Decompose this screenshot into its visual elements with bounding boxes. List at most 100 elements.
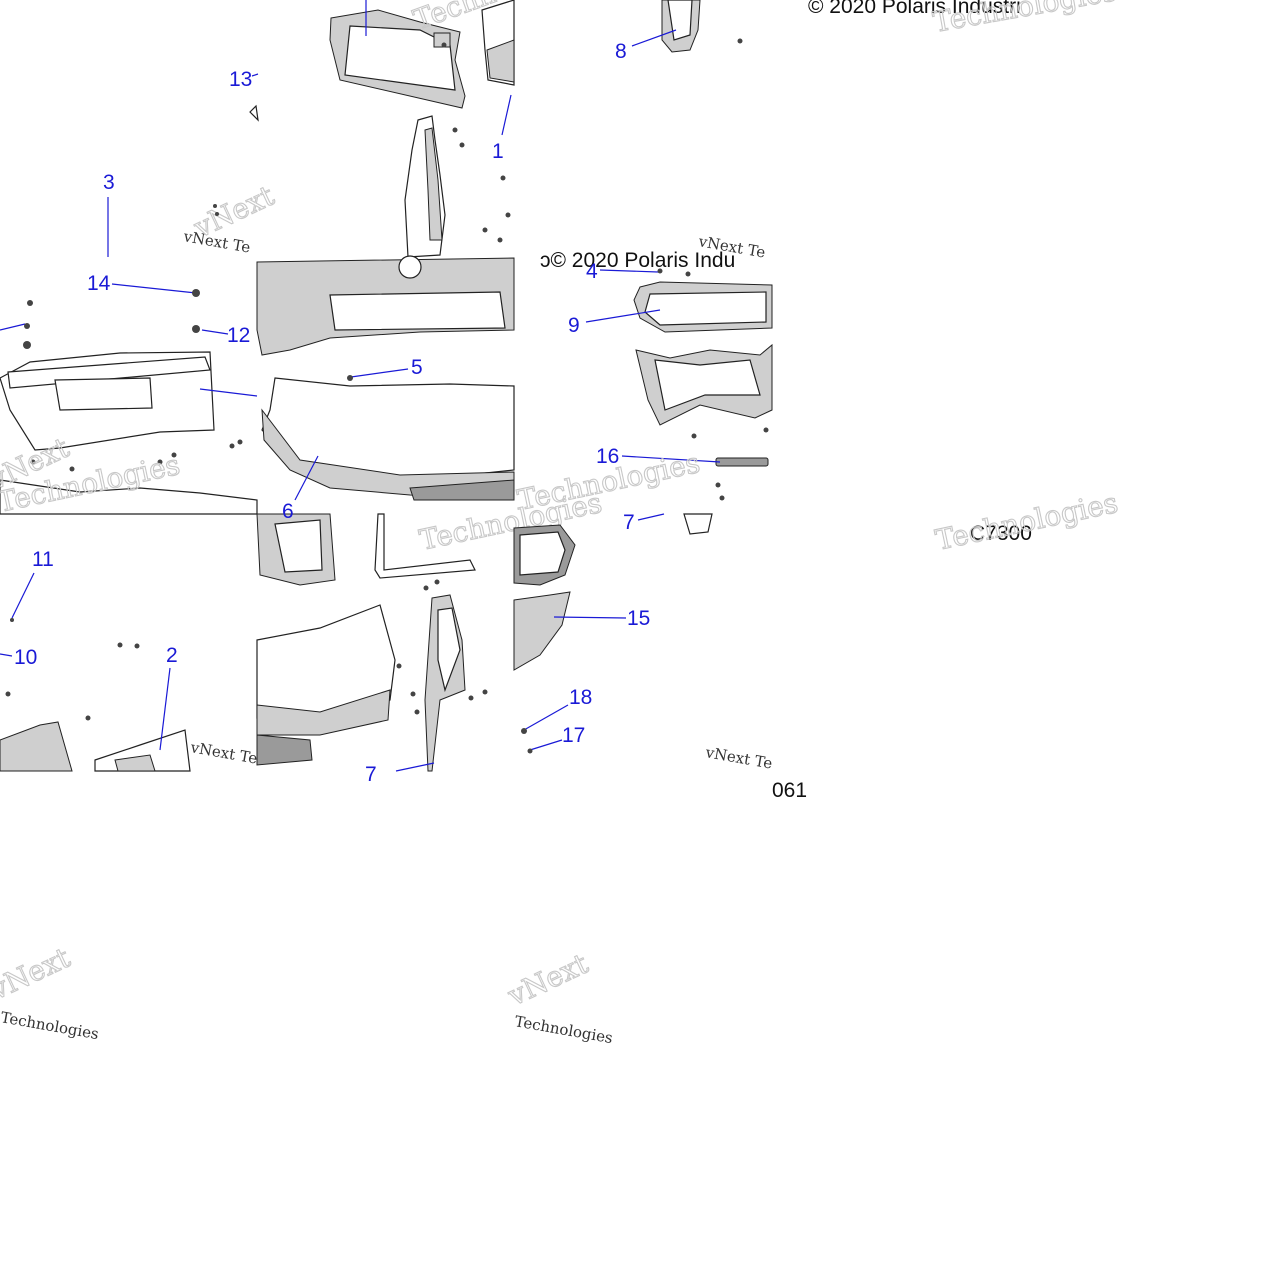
callout-8: 8 bbox=[615, 40, 627, 63]
callout-labels: 1 2 3 4 5 6 7 7 8 9 10 11 12 13 14 15 16… bbox=[14, 40, 650, 786]
bolt-icon bbox=[527, 748, 533, 754]
callout-9: 9 bbox=[568, 314, 580, 337]
bolt-icon bbox=[134, 643, 140, 649]
leader-line bbox=[11, 572, 35, 619]
leader-line bbox=[599, 269, 659, 273]
leader-line bbox=[199, 388, 258, 397]
frame-bracket-part bbox=[329, 291, 506, 331]
side-panel-part bbox=[344, 25, 456, 91]
bumper-part bbox=[256, 734, 313, 766]
bolt-icon bbox=[192, 289, 200, 297]
pillar-part bbox=[424, 127, 443, 241]
bolt-icon bbox=[468, 695, 474, 701]
callout-7b: 7 bbox=[365, 763, 377, 786]
leader-line bbox=[637, 513, 665, 521]
bolt-icon bbox=[229, 443, 235, 449]
grille-part bbox=[644, 291, 767, 326]
frame-hole bbox=[398, 255, 422, 279]
leader-line bbox=[585, 309, 661, 323]
bolt-icon bbox=[23, 341, 31, 349]
callout-7a: 7 bbox=[623, 511, 635, 534]
leader-line bbox=[159, 667, 171, 751]
side-panel-part bbox=[274, 519, 323, 573]
bolt-icon bbox=[715, 482, 721, 488]
side-trim-part bbox=[667, 0, 693, 41]
bolt-icon bbox=[237, 439, 243, 445]
leader-line bbox=[395, 762, 435, 772]
bolt-icon bbox=[737, 38, 743, 44]
bolt-icon bbox=[117, 642, 123, 648]
bolt-icon bbox=[69, 466, 75, 472]
lower-grille-part bbox=[654, 359, 761, 411]
pillar-part bbox=[486, 39, 515, 83]
callout-13: 13 bbox=[229, 68, 252, 91]
figure-code: C7300 bbox=[970, 522, 1032, 545]
bolt-icon bbox=[521, 728, 527, 734]
clip-part bbox=[249, 104, 259, 122]
leader-line bbox=[523, 704, 569, 731]
callout-12: 12 bbox=[227, 324, 250, 347]
tile-center bbox=[256, 255, 515, 501]
leader-line bbox=[350, 368, 409, 378]
bolt-icon bbox=[691, 433, 697, 439]
callout-18: 18 bbox=[569, 686, 592, 709]
bolt-icon bbox=[347, 375, 353, 381]
bolt-icon bbox=[157, 459, 163, 465]
bolt-icon bbox=[24, 323, 30, 329]
tile-middle-left: vNext Technologies bbox=[0, 283, 258, 519]
callout-15: 15 bbox=[627, 607, 650, 630]
callout-1: 1 bbox=[492, 140, 504, 163]
bolt-icon bbox=[497, 237, 503, 243]
leader-line bbox=[111, 283, 197, 294]
callout-10: 10 bbox=[14, 646, 37, 669]
leader-line bbox=[501, 94, 512, 136]
callout-2: 2 bbox=[166, 644, 178, 667]
tile-top-middle: Technologies bbox=[329, 0, 595, 258]
bolt-icon bbox=[85, 715, 91, 721]
leader-line bbox=[201, 329, 229, 335]
callout-11: 11 bbox=[32, 548, 54, 571]
tile-middle-right: ɔ© 2020 Polaris Indu vNext Te Technologi… bbox=[514, 232, 773, 535]
callout-14: 14 bbox=[87, 272, 111, 295]
figure-code: 061 bbox=[772, 779, 807, 802]
copyright-text: ɔ© 2020 Polaris Indu bbox=[540, 249, 735, 272]
bolt-icon bbox=[215, 212, 219, 216]
bolt-icon bbox=[27, 300, 33, 306]
bolt-icon bbox=[685, 271, 691, 277]
bolt-icon bbox=[171, 452, 177, 458]
bolt-icon bbox=[5, 691, 11, 697]
callout-5: 5 bbox=[411, 356, 423, 379]
side-trim-part bbox=[683, 513, 713, 535]
bolt-icon bbox=[423, 585, 429, 591]
frame-bar-part bbox=[374, 513, 476, 579]
front-lip-part bbox=[0, 479, 258, 515]
callout-16: 16 bbox=[596, 445, 619, 468]
bolt-icon bbox=[482, 689, 488, 695]
lower-panel-part bbox=[114, 754, 156, 772]
leader-line bbox=[529, 739, 563, 751]
bolt-icon bbox=[441, 42, 447, 48]
tile-bottom-right: vNext Te 061 bbox=[513, 524, 807, 802]
bolt-icon bbox=[192, 325, 200, 333]
bolt-icon bbox=[452, 127, 458, 133]
copyright-text: © 2020 Polaris Industri bbox=[808, 0, 1021, 18]
leader-line bbox=[251, 73, 259, 77]
leader-line bbox=[294, 455, 319, 501]
leader-line bbox=[621, 455, 721, 463]
leader-line bbox=[0, 323, 26, 331]
bolt-icon bbox=[719, 495, 725, 501]
leader-line bbox=[631, 29, 677, 47]
bolt-icon bbox=[10, 618, 14, 622]
bolt-icon bbox=[434, 579, 440, 585]
leader-line bbox=[0, 653, 13, 657]
bolt-icon bbox=[459, 142, 465, 148]
bolt-icon bbox=[396, 663, 402, 669]
light-bar-part bbox=[715, 457, 769, 467]
bolt-icon bbox=[213, 204, 217, 208]
bolt-icon bbox=[657, 268, 663, 274]
bolt-icon bbox=[500, 175, 506, 181]
callout-17: 17 bbox=[562, 724, 585, 747]
bolt-icon bbox=[410, 691, 416, 697]
